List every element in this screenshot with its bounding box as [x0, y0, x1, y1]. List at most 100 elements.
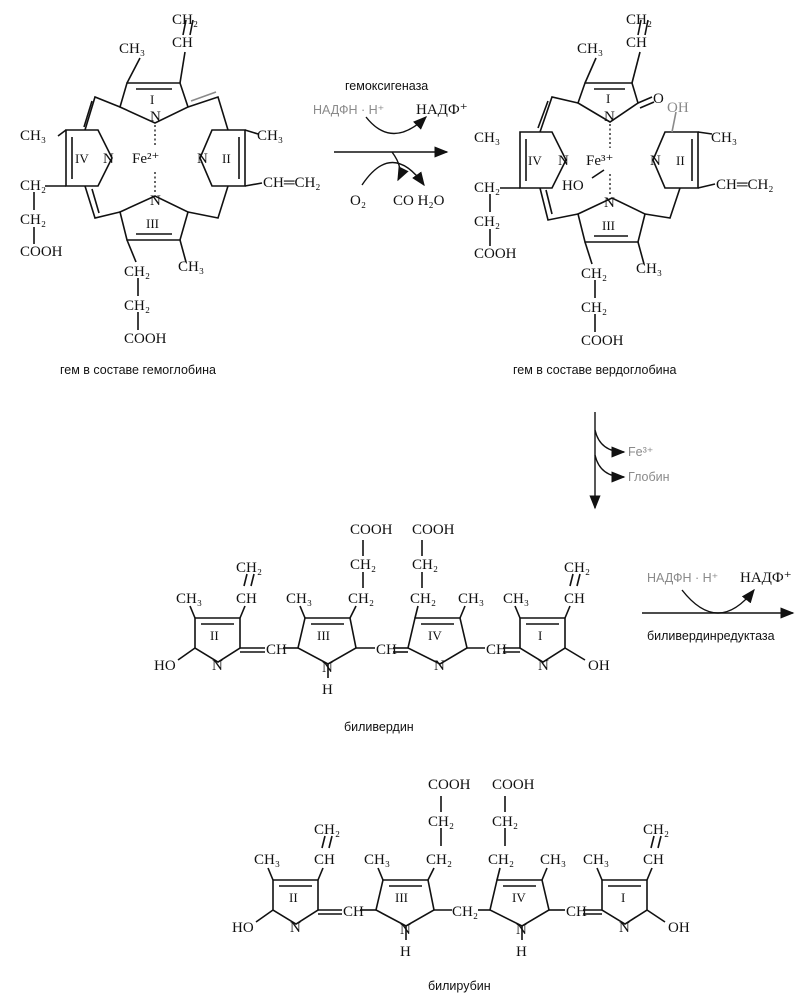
- step2-release-iron-label: Fe³⁺: [628, 445, 653, 459]
- bilirubin-labels: COOH COOH CH₂ CH₂ CH₂ CH₂ CH CH₃ CH₃ CH₂…: [232, 777, 690, 960]
- svg-text:CH₃: CH₃: [178, 259, 204, 275]
- svg-text:CH₃: CH₃: [636, 261, 662, 277]
- svg-text:Fe²⁺: Fe²⁺: [132, 151, 159, 167]
- svg-text:HO: HO: [154, 658, 176, 674]
- svg-text:IV: IV: [512, 890, 526, 905]
- svg-text:CH₂: CH₂: [474, 180, 500, 196]
- svg-text:CH₂: CH₂: [626, 12, 652, 28]
- svg-text:CH₂: CH₂: [581, 266, 607, 282]
- svg-text:N: N: [150, 109, 161, 125]
- svg-text:CH: CH: [172, 35, 193, 51]
- svg-text:I: I: [621, 890, 625, 905]
- svg-text:N: N: [650, 153, 661, 169]
- svg-text:II: II: [210, 628, 219, 643]
- caption-heme-hemoglobin: гем в составе гемоглобина: [60, 363, 216, 377]
- step3-donor-label: НАДФН · Н⁺: [647, 571, 718, 585]
- svg-text:IV: IV: [75, 151, 89, 166]
- svg-text:CH₃: CH₃: [458, 591, 484, 607]
- svg-text:N: N: [434, 658, 445, 674]
- svg-text:II: II: [289, 890, 298, 905]
- caption-bilirubin: билирубин: [428, 979, 491, 993]
- svg-text:COOH: COOH: [492, 777, 535, 793]
- svg-text:CH: CH: [486, 642, 507, 658]
- heme-verdoglobin-structure: [489, 19, 716, 332]
- svg-text:H: H: [400, 944, 411, 960]
- svg-text:OH: OH: [667, 100, 689, 116]
- svg-text:CH₂: CH₂: [124, 264, 150, 280]
- svg-text:CH₃: CH₃: [254, 852, 280, 868]
- svg-text:CH₂: CH₂: [581, 300, 607, 316]
- heme-verdoglobin-labels: CH₂ CH CH₃ I O OH N CH₃ CH₃ IV N Fe³⁺ N …: [474, 12, 774, 349]
- step1-released-label: СО Н₂О: [393, 193, 445, 209]
- step3-reaction-arrow: [642, 588, 795, 619]
- svg-text:CH₃: CH₃: [711, 130, 737, 146]
- svg-text:CH₂: CH₂: [236, 560, 262, 576]
- svg-text:CH₂: CH₂: [426, 852, 452, 868]
- svg-text:N: N: [604, 195, 615, 211]
- step3-product-label: НАДФ⁺: [740, 570, 792, 586]
- svg-text:N: N: [150, 193, 161, 209]
- svg-text:COOH: COOH: [581, 333, 624, 349]
- svg-text:CH₂: CH₂: [452, 904, 478, 920]
- svg-text:N: N: [558, 153, 569, 169]
- svg-text:CH₂: CH₂: [488, 852, 514, 868]
- svg-text:CH₂: CH₂: [348, 591, 374, 607]
- svg-text:CH₂: CH₂: [564, 560, 590, 576]
- svg-text:CH₃: CH₃: [364, 852, 390, 868]
- svg-text:CH: CH: [314, 852, 335, 868]
- svg-text:N: N: [516, 922, 527, 938]
- svg-text:CH: CH: [626, 35, 647, 51]
- svg-text:N: N: [103, 151, 114, 167]
- step1-substrate-label: О₂: [350, 193, 366, 209]
- svg-text:CH₃: CH₃: [474, 130, 500, 146]
- svg-text:N: N: [290, 920, 301, 936]
- svg-text:COOH: COOH: [124, 331, 167, 347]
- svg-text:N: N: [322, 660, 333, 676]
- svg-text:CH₃: CH₃: [503, 591, 529, 607]
- svg-text:III: III: [317, 628, 330, 643]
- svg-text:COOH: COOH: [20, 244, 63, 260]
- svg-text:CH: CH: [343, 904, 364, 920]
- svg-text:OH: OH: [668, 920, 690, 936]
- svg-text:COOH: COOH: [428, 777, 471, 793]
- step3-enzyme-label: биливердинредуктаза: [647, 629, 775, 643]
- svg-text:CH₂: CH₂: [124, 298, 150, 314]
- svg-text:CH₂: CH₂: [410, 591, 436, 607]
- svg-text:IV: IV: [528, 153, 542, 168]
- svg-text:CH: CH: [643, 852, 664, 868]
- svg-text:CH₃: CH₃: [176, 591, 202, 607]
- svg-text:CH₂: CH₂: [350, 557, 376, 573]
- svg-text:I: I: [538, 628, 542, 643]
- svg-text:N: N: [400, 922, 411, 938]
- svg-text:CH: CH: [564, 591, 585, 607]
- svg-text:COOH: COOH: [474, 246, 517, 262]
- svg-text:CH═CH₂: CH═CH₂: [263, 175, 321, 191]
- svg-text:CH₃: CH₃: [577, 41, 603, 57]
- svg-text:Fe³⁺: Fe³⁺: [586, 153, 613, 169]
- step2-reaction-arrow: [589, 412, 626, 510]
- svg-text:HO: HO: [232, 920, 254, 936]
- svg-text:I: I: [606, 91, 610, 106]
- svg-text:I: I: [150, 92, 154, 107]
- svg-text:II: II: [676, 153, 685, 168]
- biliverdin-labels: COOH COOH CH₂ CH₂ CH₂ CH₂ CH CH₃ CH₃ CH₂…: [154, 522, 610, 698]
- svg-text:CH₃: CH₃: [20, 128, 46, 144]
- svg-text:CH₂: CH₂: [492, 814, 518, 830]
- svg-text:CH: CH: [376, 642, 397, 658]
- svg-text:III: III: [395, 890, 408, 905]
- step2-release-globin-label: Глобин: [628, 470, 670, 484]
- svg-text:CH₂: CH₂: [172, 12, 198, 28]
- svg-text:H: H: [516, 944, 527, 960]
- svg-text:N: N: [619, 920, 630, 936]
- caption-heme-verdoglobin: гем в составе вердоглобина: [513, 363, 677, 377]
- step1-donor-label: НАДФН · Н⁺: [313, 103, 384, 117]
- svg-text:CH₂: CH₂: [20, 178, 46, 194]
- biliverdin-structure: [177, 540, 586, 678]
- svg-text:CH₃: CH₃: [286, 591, 312, 607]
- svg-text:CH₂: CH₂: [314, 822, 340, 838]
- bilirubin-structure: [255, 796, 666, 940]
- svg-text:CH₂: CH₂: [20, 212, 46, 228]
- heme-hemoglobin-labels: CH₂ CH CH₃ I N CH₃ CH₃ IV N Fe²⁺ N II CH…: [20, 12, 321, 347]
- svg-text:CH₃: CH₃: [257, 128, 283, 144]
- svg-text:CH: CH: [236, 591, 257, 607]
